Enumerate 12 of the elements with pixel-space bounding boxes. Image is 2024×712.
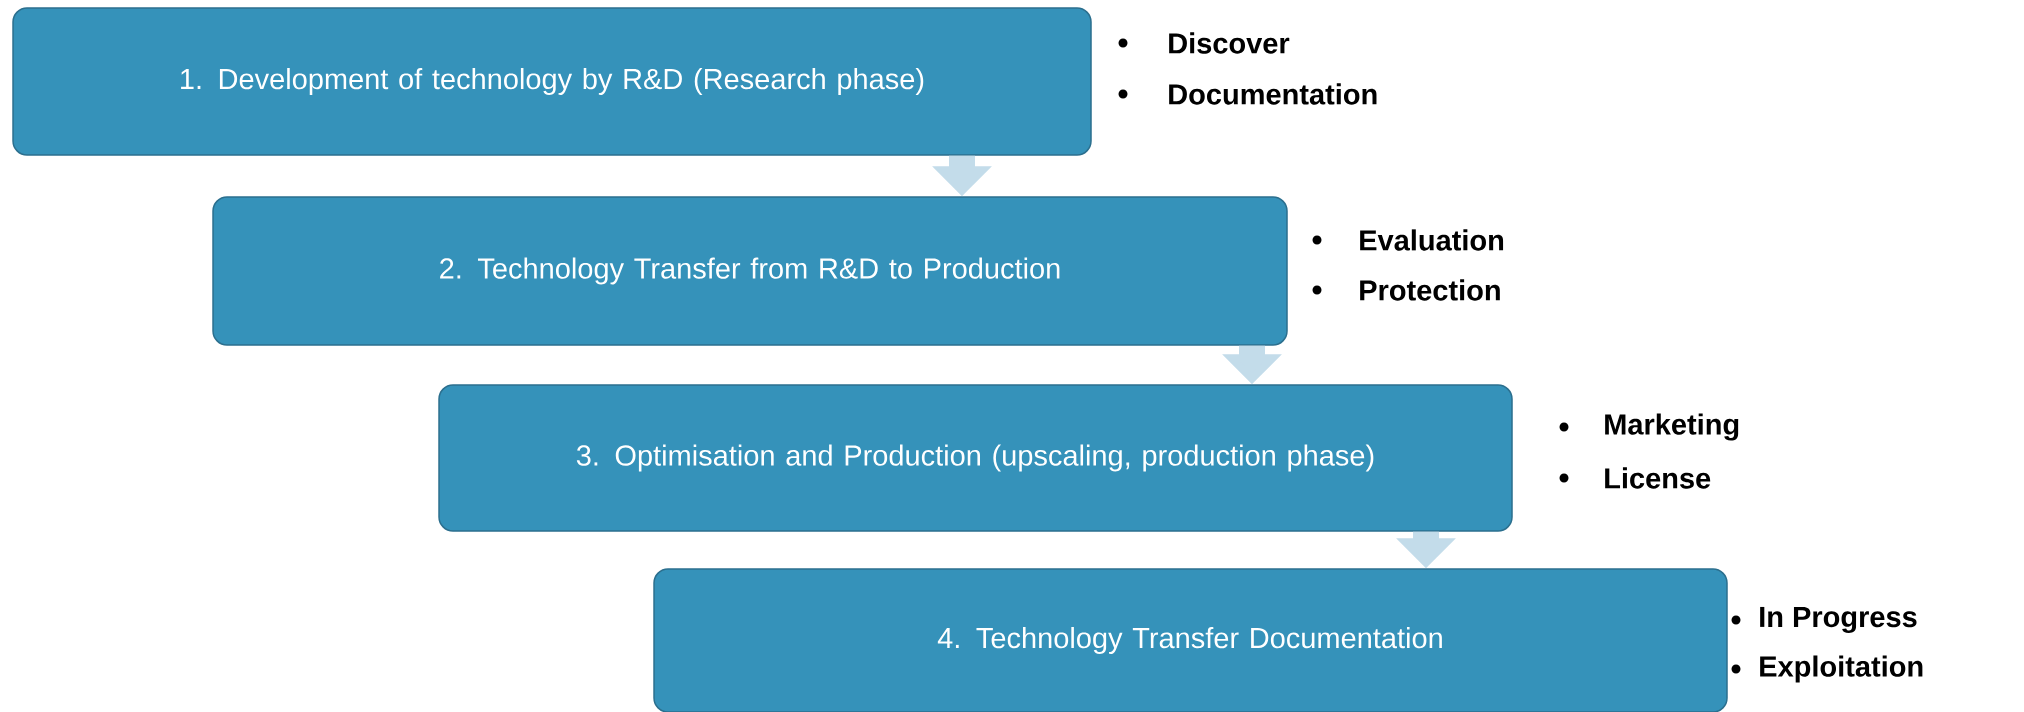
bullet-item: Documentation (1118, 83, 1377, 105)
bullet-item: Discover (1118, 32, 1290, 54)
process-box: 1. Development of technology by R&D (Research phase) (12, 7, 1092, 156)
bullet-item: Protection (1312, 279, 1500, 301)
process-box: 4. Technology Transfer Documentation (653, 568, 1728, 712)
process-box: 3. Optimisation and Production (upscaling, production phase) (438, 384, 1513, 532)
bullet-item: Marketing (1559, 413, 1739, 441)
process-box: 2. Technology Transfer from R&D to Production (212, 196, 1288, 346)
bullet-item: In Progress (1731, 606, 1917, 634)
bullet-item: License (1559, 467, 1711, 489)
bullet-item: Evaluation (1312, 229, 1504, 251)
bullet-item: Exploitation (1731, 655, 1923, 683)
